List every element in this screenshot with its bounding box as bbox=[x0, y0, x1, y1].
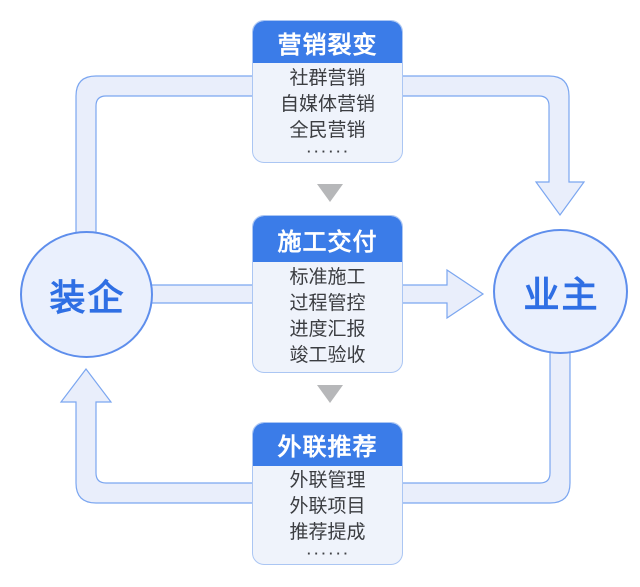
box-item: 全民营销 bbox=[289, 119, 366, 141]
more-ellipsis: ······ bbox=[307, 546, 351, 561]
box-item: 外联项目 bbox=[289, 496, 366, 517]
arrow-up-icon bbox=[59, 347, 571, 504]
flow-box-construction: 施工交付 标准施工 过程管控 进度汇报 竣工验收 bbox=[252, 215, 403, 373]
arrow-down-icon bbox=[75, 75, 586, 241]
more-ellipsis: ······ bbox=[307, 143, 351, 159]
box-title: 施工交付 bbox=[253, 216, 402, 262]
box-item: 自媒体营销 bbox=[279, 93, 375, 115]
box-title: 营销裂变 bbox=[253, 21, 402, 63]
actor-company-circle: 装企 bbox=[20, 231, 153, 358]
triangle-down-icon bbox=[317, 385, 343, 403]
flow-box-marketing: 营销裂变 社群营销 自媒体营销 全民营销 ······ bbox=[252, 20, 403, 163]
box-title: 外联推荐 bbox=[253, 423, 402, 466]
flow-box-referral: 外联推荐 外联管理 外联项目 推荐提成 ······ bbox=[252, 422, 403, 565]
actor-company-label: 装企 bbox=[49, 276, 126, 318]
box-item: 进度汇报 bbox=[289, 318, 366, 340]
box-item: 标准施工 bbox=[289, 266, 366, 288]
box-item-list: 社群营销 自媒体营销 全民营销 ······ bbox=[253, 63, 402, 162]
actor-owner-circle: 业主 bbox=[493, 229, 628, 354]
actor-owner-label: 业主 bbox=[523, 273, 600, 315]
box-item: 推荐提成 bbox=[289, 522, 366, 543]
box-item-list: 标准施工 过程管控 进度汇报 竣工验收 bbox=[253, 262, 402, 372]
box-item-list: 外联管理 外联项目 推荐提成 ······ bbox=[253, 466, 402, 564]
triangle-down-icon bbox=[317, 184, 343, 202]
box-item: 竣工验收 bbox=[289, 344, 366, 366]
box-item: 过程管控 bbox=[289, 292, 366, 314]
box-item: 社群营销 bbox=[289, 67, 366, 89]
box-item: 外联管理 bbox=[289, 470, 366, 491]
